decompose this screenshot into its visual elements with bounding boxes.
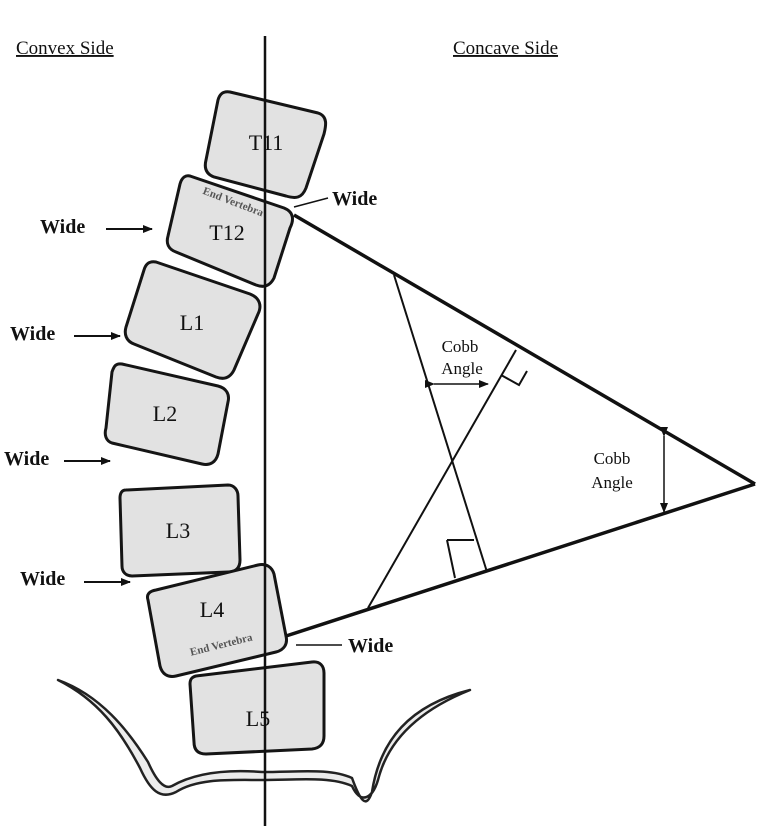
outer-cobb-label-line2: Angle — [591, 473, 633, 492]
vertebra-l1: L1 — [123, 260, 262, 380]
vertebra-l4-label: L4 — [200, 597, 224, 622]
inner-cobb-label-line2: Angle — [441, 359, 483, 378]
wide-label-l2: Wide — [4, 448, 49, 470]
wide-annotation-lower-concave: Wide — [296, 635, 393, 657]
wide-annotation-upper-concave: Wide — [293, 188, 377, 210]
vertebra-l3: L3 — [118, 483, 242, 578]
wide-label-t12: Wide — [40, 216, 85, 238]
vertebra-t12-body — [165, 174, 294, 288]
inner-cobb-label-line1: Cobb — [442, 337, 479, 356]
vertebra-t12: End Vertebra T12 — [165, 174, 294, 288]
vertebra-l2-label: L2 — [153, 401, 177, 426]
vertebra-l5-body — [188, 660, 326, 756]
wide-annotation-l2: Wide — [4, 448, 111, 470]
outer-cobb-label-line1: Cobb — [594, 449, 631, 468]
wide-pointer-upper-concave — [293, 197, 329, 208]
wide-annotation-t12: Wide — [40, 216, 153, 238]
vertebra-l1-label: L1 — [180, 310, 204, 335]
wide-annotation-l1: Wide — [10, 323, 121, 345]
vertebra-l1-body — [123, 260, 262, 380]
vertebra-l5: L5 — [188, 660, 326, 756]
concave-side-label: Concave Side — [453, 38, 558, 59]
wide-label-upper-concave: Wide — [332, 188, 377, 210]
wide-annotation-l3: Wide — [20, 568, 131, 590]
lower-endplate-line — [285, 482, 756, 638]
vertebra-t12-label: T12 — [209, 220, 244, 245]
wide-label-lower-concave: Wide — [348, 635, 393, 657]
perpendicular-from-lower — [367, 349, 517, 609]
right-angle-marker-lower — [446, 539, 474, 579]
vertebra-l3-label: L3 — [166, 518, 190, 543]
wide-label-l3: Wide — [20, 568, 65, 590]
vertebra-l4: L4 End Vertebra — [146, 563, 288, 678]
vertebra-l4-body — [146, 563, 288, 678]
convex-side-label: Convex Side — [16, 38, 114, 59]
right-angle-marker-upper — [500, 370, 528, 387]
wide-label-l1: Wide — [10, 323, 55, 345]
perpendicular-from-upper — [393, 274, 488, 573]
upper-endplate-line — [293, 213, 756, 486]
vertebra-l5-label: L5 — [246, 706, 270, 731]
vertebra-l2: L2 — [103, 362, 230, 466]
vertebra-l2-body — [103, 362, 230, 466]
